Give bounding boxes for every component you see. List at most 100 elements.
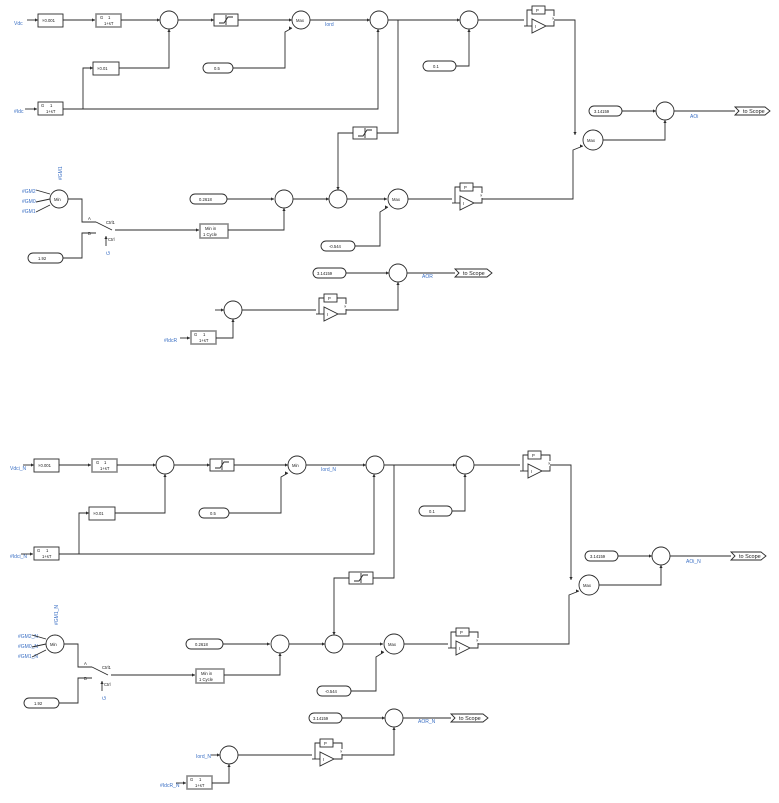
pi-controller-2-sum-x: × (480, 193, 483, 198)
idcr-signal: #IdcR (164, 338, 177, 344)
wire (541, 454, 551, 461)
wire (450, 631, 456, 648)
arrow-head (659, 565, 663, 568)
lowpass-filter-1 (91, 458, 118, 473)
sum-junction-3 (459, 10, 479, 30)
arrow-head (167, 29, 171, 32)
pi-controller-2-i-label: I (459, 646, 460, 651)
sum-junction-2 (369, 10, 389, 30)
arrow-head (336, 187, 340, 190)
gm0-signal: #GM0 (22, 199, 36, 205)
arrow-head (90, 66, 93, 70)
wire (377, 20, 399, 134)
const-314-b-label: 3.14159 (313, 716, 329, 721)
wire (545, 9, 555, 16)
sum-junction-2 (365, 455, 385, 475)
tf-g-1: G (100, 15, 103, 20)
wire (233, 27, 293, 69)
arrow-head (663, 120, 667, 123)
min-in-cycle-label-1: Min in (201, 671, 213, 676)
aor-output: AOR_N (418, 719, 436, 725)
arrow-head (467, 29, 471, 32)
wire (35, 189, 51, 195)
arrow-head (384, 197, 387, 201)
pi-controller-2-p-label: P (460, 630, 463, 635)
sum-junction-out (655, 101, 675, 121)
wire (115, 474, 166, 514)
const-0544-label: -0.544 (325, 689, 338, 694)
sum-junction-4 (274, 189, 294, 209)
arrow-head (86, 511, 89, 515)
arrow-head (227, 764, 231, 767)
pi-controller-3-sum-x: × (344, 304, 347, 309)
ctrl-label: Ctrl (108, 237, 115, 242)
wire (474, 198, 483, 204)
ctrl1-label: Ctrl1 (102, 665, 112, 670)
tf-den-2: 1+sT (42, 554, 52, 559)
arrow-head (285, 471, 288, 475)
tf-den-2: 1+sT (46, 109, 56, 114)
pi-controller-1-p-label: P (532, 453, 535, 458)
const-0544-label: -0.544 (329, 244, 342, 249)
tf-den-3: 1+sT (195, 783, 205, 788)
wire (228, 208, 285, 231)
gain-0-01-label: ×0.01 (93, 511, 104, 516)
arrow-head (576, 589, 579, 593)
g-signal-vertical: G (102, 696, 108, 700)
wire (59, 677, 92, 704)
max-block-3-label: Max (583, 583, 592, 588)
wire (599, 565, 662, 586)
wire (229, 472, 289, 514)
tf-num-2: 1 (46, 548, 49, 553)
wire (64, 643, 92, 668)
wire (542, 466, 551, 472)
max-block-1-label: Max (296, 18, 305, 23)
arrow-head (278, 653, 282, 656)
to-scope-2-label: to Scope (463, 271, 485, 277)
wire (216, 319, 234, 339)
wire (452, 474, 466, 512)
wire (473, 186, 483, 193)
arrow-head (192, 673, 195, 677)
tf-g-2: G (41, 103, 44, 108)
arrow-head (653, 109, 656, 113)
idc-signal: #Idci_N (10, 554, 27, 560)
lowpass-filter-3 (190, 330, 217, 345)
min-block-1-label: Min (54, 197, 61, 202)
wire (526, 9, 532, 26)
arrow-head (386, 271, 389, 275)
tf-den-1: 1+sT (104, 21, 114, 26)
gain-001-block (33, 458, 60, 473)
wire (469, 631, 479, 638)
arrow-head (30, 552, 33, 556)
arrow-head (322, 642, 325, 646)
pi-controller-1-sum-x: × (548, 461, 551, 466)
pi-controller-2-i-label: I (463, 201, 464, 206)
arrow-head (231, 319, 235, 322)
tf-den-1: 1+sT (100, 466, 110, 471)
wire (31, 643, 47, 648)
arrow-head (31, 463, 34, 467)
const-01 (422, 60, 457, 72)
aor-output: AOR (422, 274, 433, 280)
port-b: B (84, 676, 87, 681)
vdc-signal: Vdc (14, 21, 23, 27)
min-in-cycle-label-1: Min in (205, 226, 217, 231)
tf-g-3: G (190, 777, 193, 782)
sum-junction-ar (388, 263, 408, 283)
arrow-head (100, 681, 104, 684)
wire (454, 186, 460, 203)
gm1-signal: #GM1 (22, 209, 36, 215)
tf-num-2: 1 (50, 103, 53, 108)
arrow-head (211, 18, 214, 22)
arrow-head (285, 463, 288, 467)
wire (346, 282, 399, 311)
max-block-3-label: Max (587, 138, 596, 143)
arrow-head (207, 463, 210, 467)
wire (546, 21, 555, 27)
vdc-signal: Vdci_N (10, 466, 27, 472)
min-block-1-label: Min (50, 642, 57, 647)
arrow-head (163, 474, 167, 477)
min-in-cycle-block (195, 668, 225, 684)
